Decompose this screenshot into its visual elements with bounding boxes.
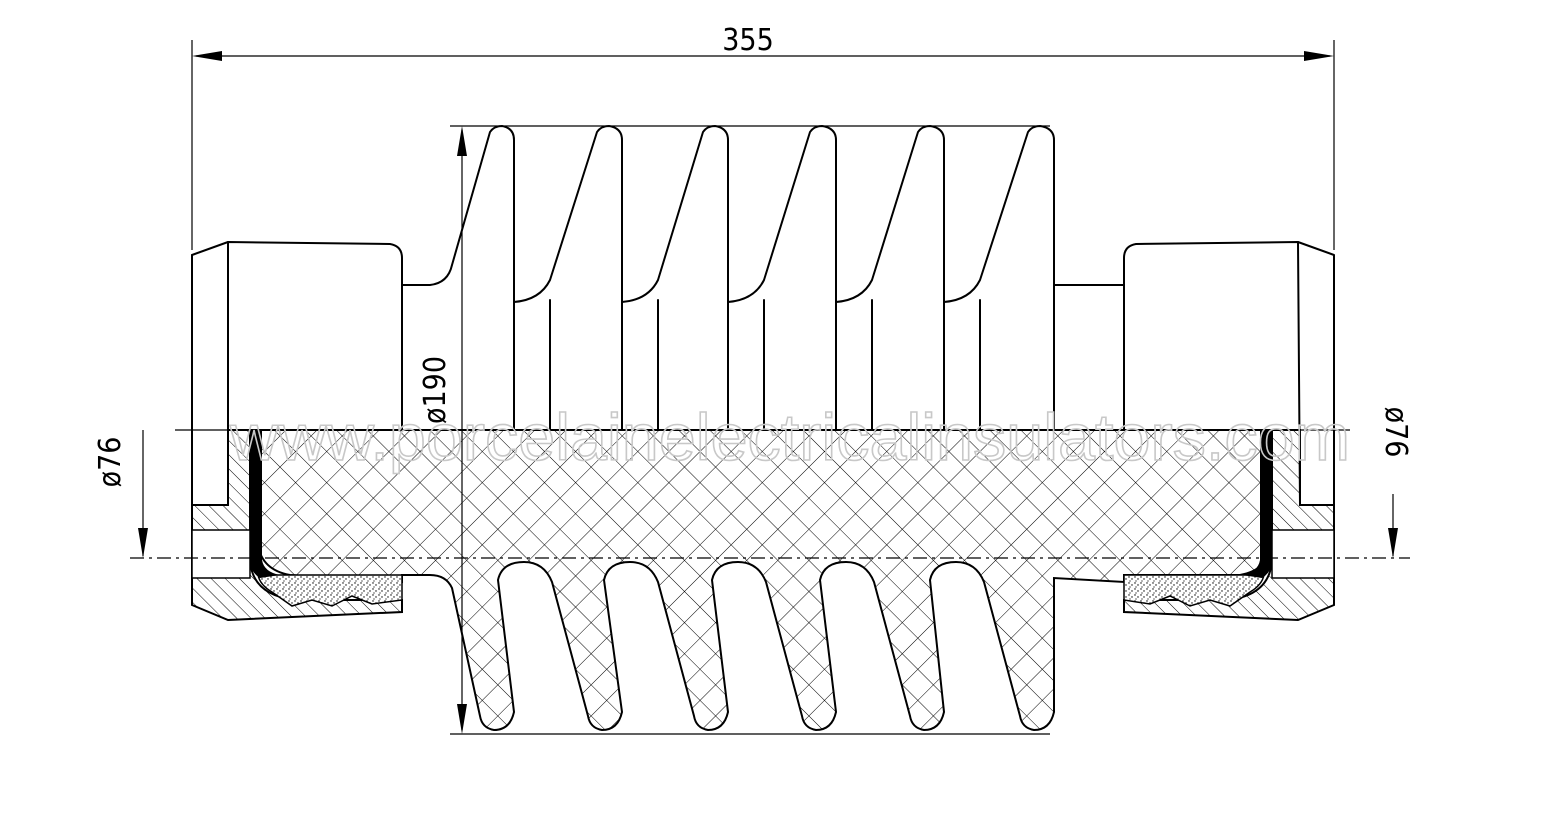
dimension-bore-left: ø76 — [93, 430, 148, 558]
dimension-length-label: 355 — [722, 23, 774, 58]
dimension-shed-diameter: ø190 — [418, 125, 1050, 735]
insulator-outline-upper — [191, 125, 1335, 506]
insulator-section-lower — [191, 429, 1335, 732]
dimension-bore-right: ø76 — [1378, 407, 1413, 558]
dimension-diameter-label: ø190 — [418, 356, 453, 424]
watermark-text: www.porcelainelectricalinsulators.com — [229, 400, 1350, 474]
dimension-overall-length: 355 — [191, 23, 1335, 250]
dimension-bore-right-label: ø76 — [1378, 407, 1413, 458]
dimension-bore-left-label: ø76 — [93, 437, 128, 488]
